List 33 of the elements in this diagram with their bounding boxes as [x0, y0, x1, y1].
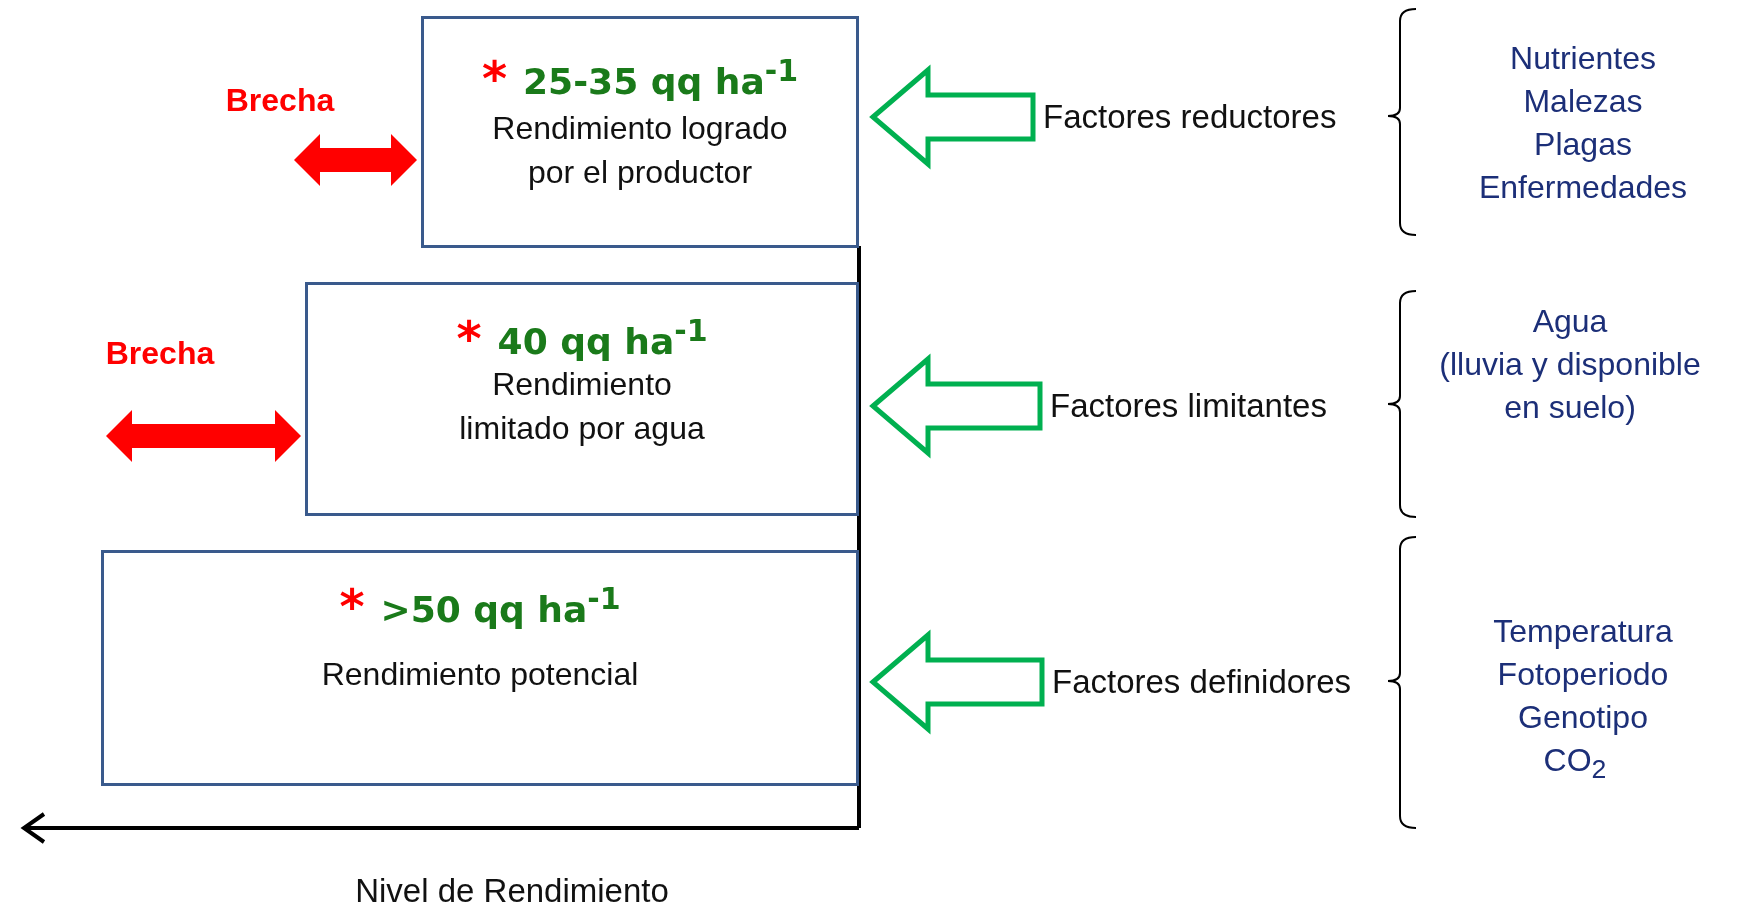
factor-item-wrapped: (lluvia y disponible en suelo) [1438, 345, 1702, 427]
axis-title: Nivel de Rendimiento [355, 872, 669, 910]
factor-label: Factores reductores [1043, 98, 1337, 136]
factor-item: Malezas [1523, 82, 1643, 121]
block-arrow [869, 629, 1045, 735]
yield-box [101, 550, 859, 786]
gap-label: Brecha [105, 335, 215, 372]
factor-item: Nutrientes [1510, 39, 1656, 78]
factor-item: CO$_{2}$ [1543, 741, 1607, 787]
yield-box [421, 16, 859, 248]
block-arrow [869, 64, 1036, 170]
asterisk-mark: * [481, 49, 508, 106]
yield-value: >50 qq ha$^{-1}$ [380, 589, 621, 630]
factor-item: Plagas [1534, 125, 1632, 164]
double-arrow [294, 134, 417, 186]
gap-label: Brecha [225, 82, 335, 119]
factor-item: Fotoperiodo [1497, 655, 1669, 694]
factor-item: Temperatura [1493, 612, 1673, 651]
asterisk-mark: * [339, 577, 365, 634]
yield-value: 25-35 qq ha$^{-1}$ [523, 61, 799, 102]
factor-item: Genotipo [1518, 698, 1648, 737]
yield-description: Rendimiento limitado por agua [458, 365, 706, 448]
yield-description: Rendimiento potencial [320, 655, 640, 694]
factor-item: Agua [1532, 302, 1608, 341]
factor-item: Enfermedades [1478, 168, 1688, 207]
yield-description: Rendimiento logrado por el productor [491, 109, 789, 192]
asterisk-mark: * [456, 309, 482, 366]
factor-label: Factores limitantes [1050, 387, 1327, 425]
yield-box [305, 282, 859, 516]
yield-value: 40 qq ha$^{-1}$ [497, 321, 708, 362]
double-arrow [106, 410, 301, 462]
factor-label: Factores definidores [1052, 663, 1351, 701]
block-arrow [869, 353, 1043, 459]
